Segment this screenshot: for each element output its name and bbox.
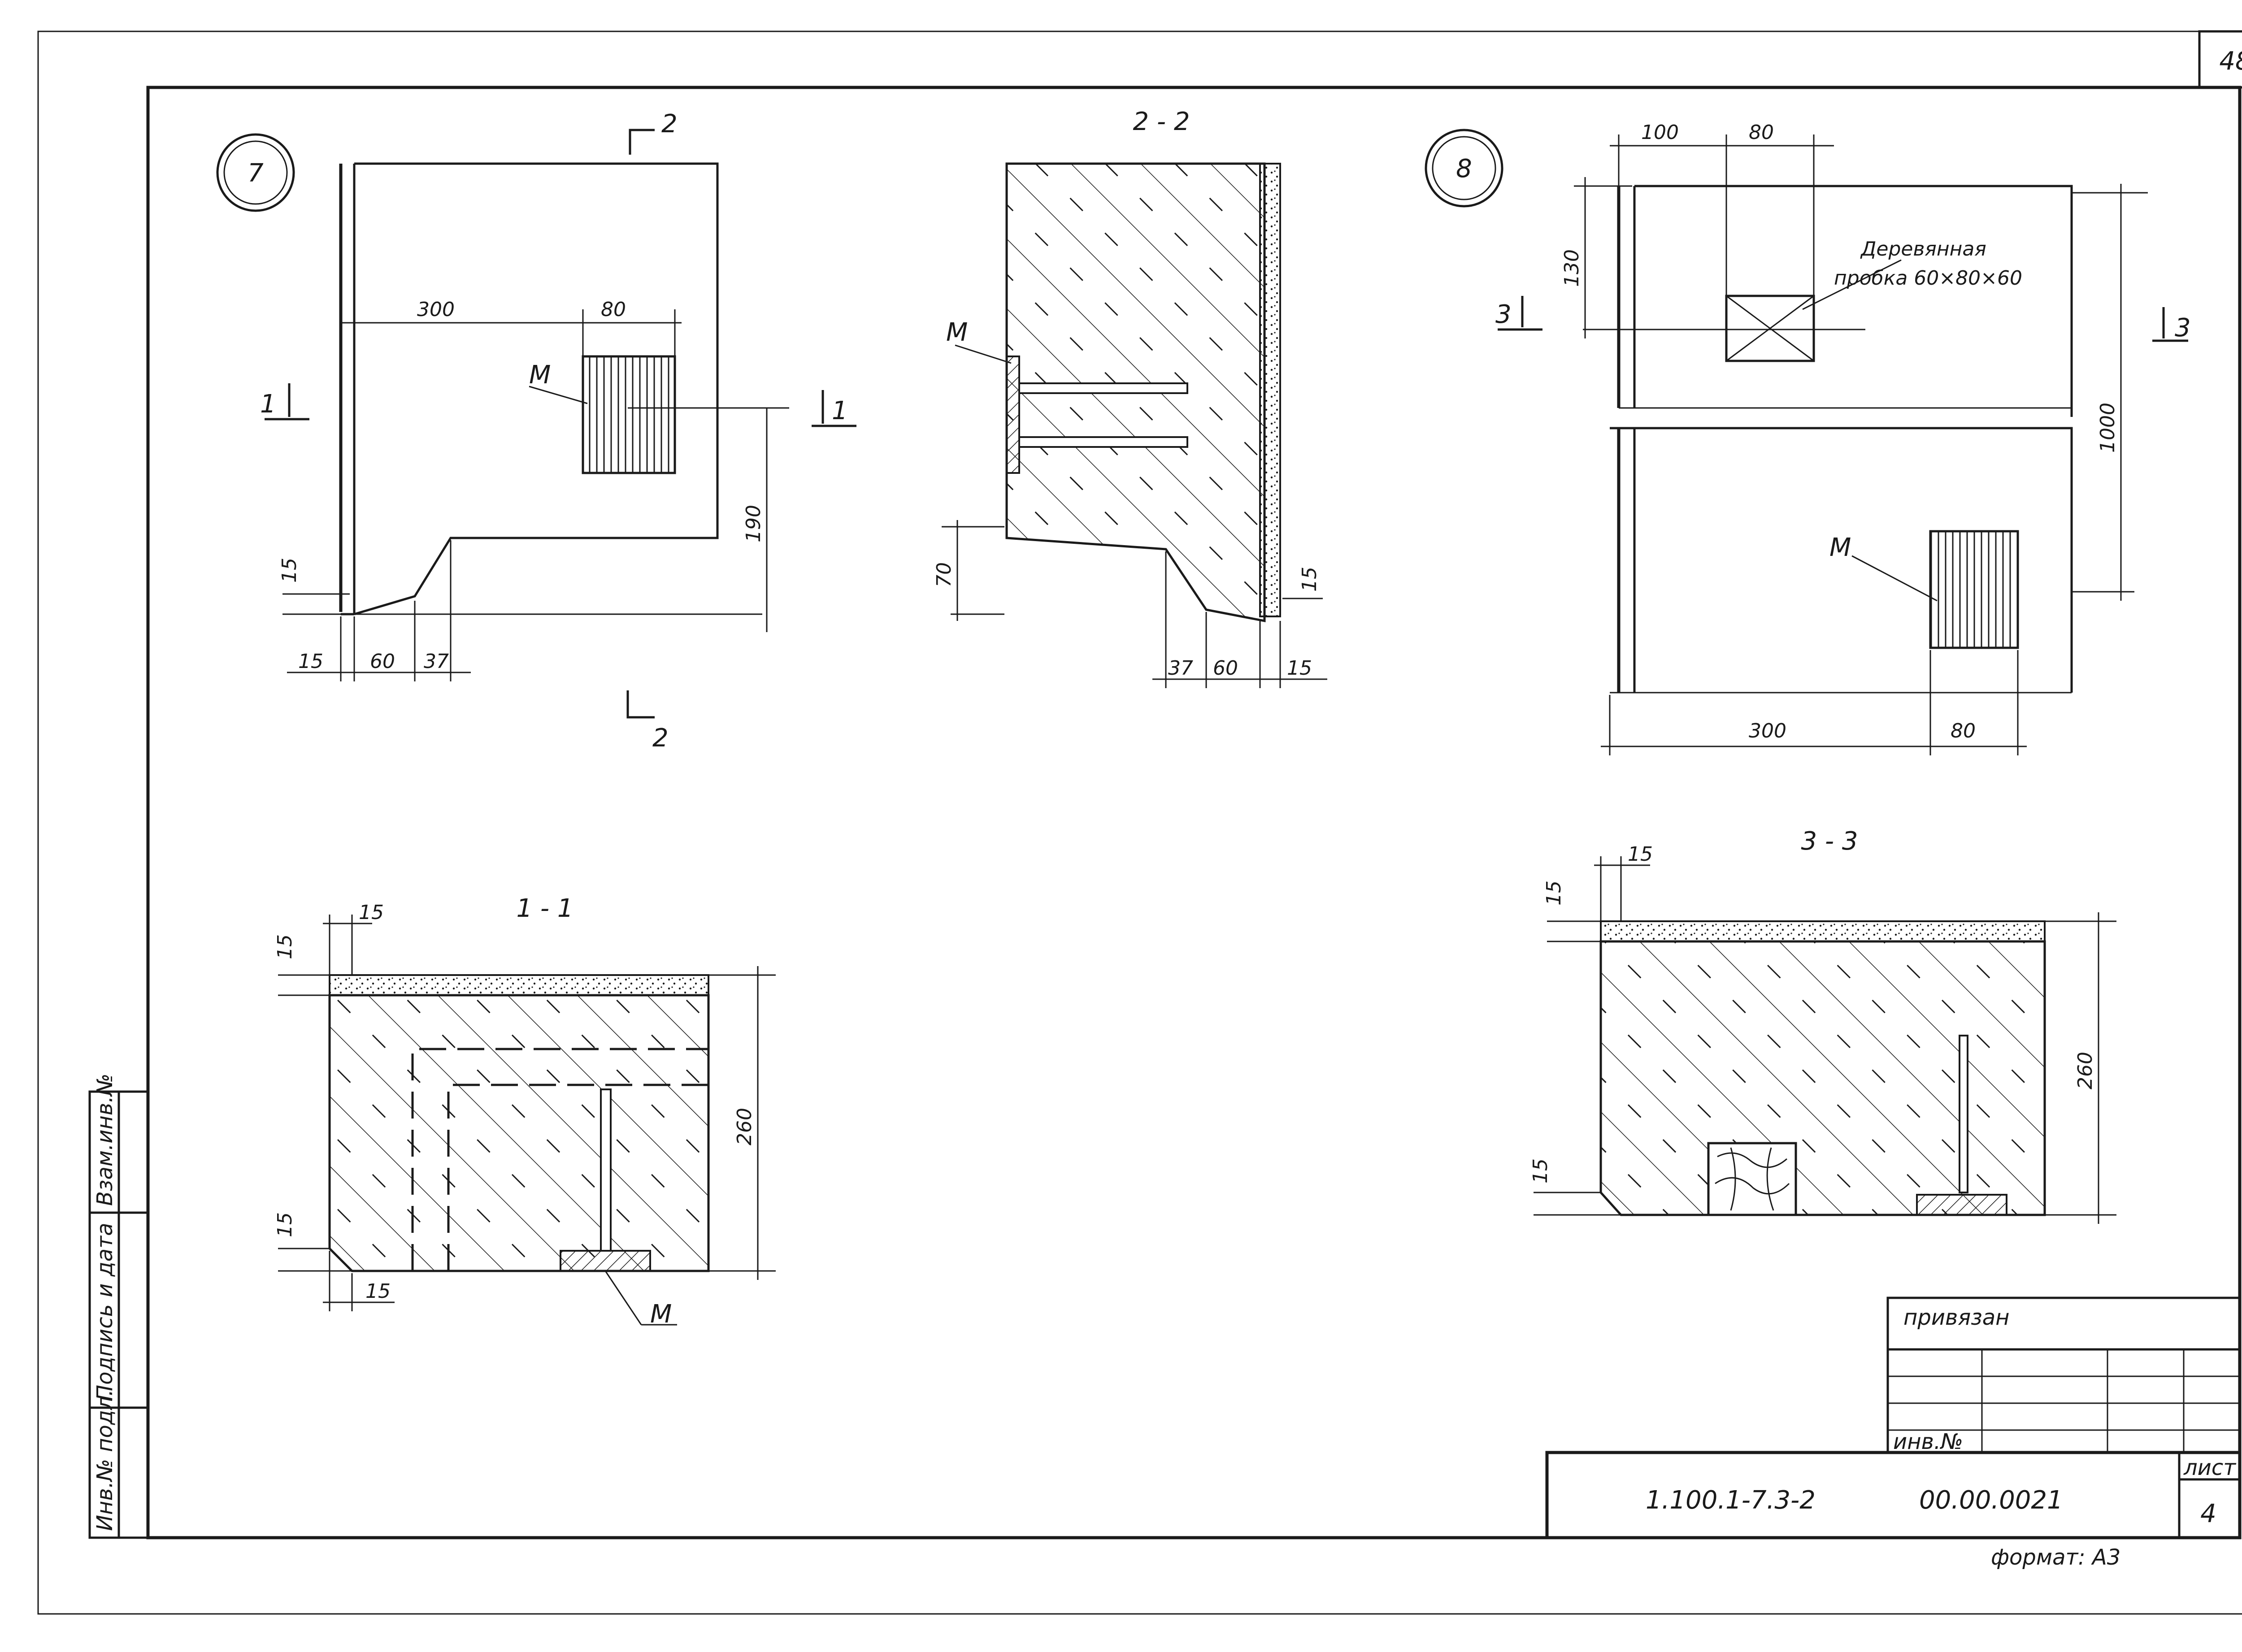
title-block: привязан инв.№ 1.100.1-7.3-2 00.00.0021 … [1545, 1296, 2242, 1539]
node-8-dim-bottom-0: 300 [1749, 720, 1786, 742]
section-2-2-dim-left: 70 [933, 562, 956, 587]
section-3-3-title: 3 - 3 [1801, 827, 1858, 856]
sheet-number: 48 [2219, 47, 2242, 76]
node-8-dim-top-1: 80 [1749, 121, 1774, 144]
node-7-section-bottom: 2 [652, 724, 669, 753]
section-1-1-dim-bottom: 15 [365, 1280, 391, 1303]
node-7-dim-chamfer: 15 [278, 558, 301, 583]
section-2-2-anchor-top [1018, 382, 1188, 394]
node-7-marker-label: 7 [248, 159, 264, 188]
node-8-embed-plate [1929, 530, 2019, 649]
section-1-1: 1 - 1 М 15 15 15 15 260 [274, 894, 776, 1329]
node-8-note-line2: пробка 60×80×60 [1834, 267, 2022, 290]
inner-frame [146, 86, 2242, 1539]
section-2-2-embed-plate [1006, 356, 1020, 474]
node-7-embed-label: М [529, 360, 551, 390]
node-7-embed-plate [582, 355, 676, 474]
section-2-2-dim-bottom-2: 15 [1287, 657, 1312, 680]
section-2-2: 2 - 2 М 70 15 37 60 15 [933, 107, 1327, 688]
section-3-3-anchor [1959, 1035, 1968, 1193]
node-7-dim-embed: 80 [601, 298, 626, 321]
section-1-1-dim-height: 260 [733, 1108, 756, 1145]
section-1-1-dim-top-0: 15 [274, 934, 296, 959]
section-1-1-body [328, 994, 710, 1272]
side-stamp: Инв.№ подл. Подпись и дата Взам.инв.№ [88, 1074, 149, 1539]
section-3-3-wood-plug [1707, 1142, 1797, 1216]
title-block-number: 00.00.0021 [1919, 1486, 2063, 1515]
node-7-dim-width: 300 [417, 298, 455, 321]
node-8-wood-plug [1725, 295, 1815, 362]
node-7-section-top: 2 [661, 109, 678, 139]
section-2-2-embed-label: М [946, 318, 968, 347]
sheet-number-box: 48 [2198, 30, 2242, 89]
node-8: 8 Деревянная пробка 60×80×60 М 100 80 13… [1425, 121, 2191, 755]
section-1-1-title: 1 - 1 [516, 894, 573, 923]
node-8-section-right: 3 [2175, 313, 2191, 343]
section-3-3-dim-top-0: 15 [1542, 880, 1565, 906]
title-block-sheet-value: 4 [2200, 1499, 2216, 1528]
section-3-3-dim-top-1: 15 [1628, 843, 1653, 866]
section-3-3-embed-plate [1916, 1194, 2007, 1216]
title-block-label: привязан [1903, 1305, 2010, 1330]
node-8-section-left: 3 [1495, 300, 1512, 329]
section-1-1-dim-top-1: 15 [359, 901, 384, 924]
format-label: формат: А3 [1991, 1545, 2120, 1570]
section-1-1-plaster [329, 974, 709, 996]
node-7-dim-bottom-0: 15 [298, 650, 323, 673]
section-1-1-embed-plate [560, 1250, 651, 1272]
section-2-2-dim-bottom-1: 60 [1213, 657, 1238, 680]
node-7-dim-height: 190 [742, 505, 765, 542]
section-2-2-dim-right: 15 [1298, 567, 1321, 592]
node-7-dim-bottom-2: 37 [424, 650, 449, 673]
node-8-embed-label: М [1829, 533, 1851, 562]
node-8-dim-left: 130 [1560, 249, 1583, 287]
section-3-3: 3 - 3 15 15 15 260 [1529, 827, 2116, 1224]
section-2-2-title: 2 - 2 [1133, 107, 1190, 136]
title-block-code: 1.100.1-7.3-2 [1646, 1486, 1816, 1515]
node-8-marker [1425, 129, 1503, 208]
side-stamp-cell-repl: Взам.инв.№ [92, 1074, 117, 1206]
outer-border [37, 30, 2242, 1615]
section-2-2-dim-bottom-0: 37 [1168, 657, 1193, 680]
section-3-3-plaster [1600, 920, 2046, 942]
title-block-sheet-label: лист [2183, 1455, 2237, 1480]
section-1-1-embed-label: М [650, 1300, 672, 1329]
node-8-dim-bottom-1: 80 [1951, 720, 1976, 742]
section-2-2-plaster [1259, 163, 1281, 617]
node-7-marker [216, 133, 295, 212]
node-7-section-left: 1 [260, 390, 276, 419]
side-stamp-cell-inv: Инв.№ подл. [92, 1389, 117, 1531]
node-8-note-line1: Деревянная [1860, 238, 1986, 260]
section-3-3-dim-height: 260 [2074, 1052, 2097, 1089]
node-8-dim-top-0: 100 [1641, 121, 1679, 144]
node-8-dim-right: 1000 [2096, 403, 2119, 453]
section-3-3-body [1599, 940, 2046, 1216]
side-stamp-cell-sign: Подпись и дата [92, 1223, 117, 1401]
section-1-1-dim-left: 15 [274, 1212, 296, 1237]
section-2-2-anchor-bottom [1018, 436, 1188, 448]
section-3-3-dim-left: 15 [1529, 1158, 1552, 1184]
section-1-1-anchor [600, 1088, 612, 1252]
title-block-inv-label: инв.№ [1893, 1429, 1963, 1454]
node-8-marker-label: 8 [1456, 154, 1472, 183]
node-7: 7 М 300 80 190 15 15 60 37 2 2 [216, 109, 856, 753]
node-7-section-right: 1 [832, 396, 848, 425]
node-7-dim-bottom-1: 60 [370, 650, 395, 673]
